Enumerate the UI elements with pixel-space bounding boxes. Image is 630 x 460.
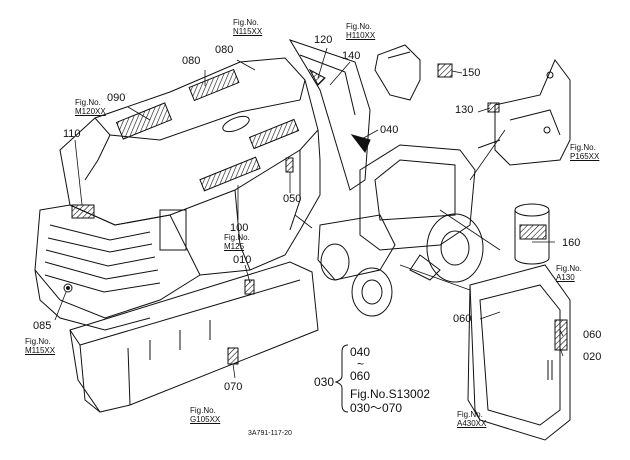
part-label-080-upper: 080 xyxy=(215,44,234,56)
front-grille xyxy=(34,204,201,331)
group-bracket xyxy=(334,344,349,413)
tractor xyxy=(317,144,484,317)
leader-lines xyxy=(54,47,564,379)
part-label-160: 160 xyxy=(562,237,581,249)
part-label-150: 150 xyxy=(462,67,481,79)
hood-assembly xyxy=(59,57,321,276)
side-cover xyxy=(69,261,319,413)
group-label-060: 060 xyxy=(350,369,371,383)
part-label-085: 085 xyxy=(33,320,52,332)
part-label-020: 020 xyxy=(583,351,602,363)
group-fig-line: Fig.No.S13002 xyxy=(350,387,431,401)
group-label-030: 030 xyxy=(314,375,335,389)
part-label-110: 110 xyxy=(63,128,81,140)
part-label-140: 140 xyxy=(342,50,361,62)
part-label-060-right: 060 xyxy=(583,329,602,341)
fig-ref-a430: Fig.No.A430XX xyxy=(457,410,487,428)
part-label-050: 050 xyxy=(283,193,302,205)
bracket-h110 xyxy=(374,44,453,101)
part-label-120: 120 xyxy=(314,34,333,46)
group-tilde: ~ xyxy=(357,357,365,371)
part-label-070: 070 xyxy=(224,381,243,393)
part-label-060-left: 060 xyxy=(453,313,472,325)
fig-ref-m115: Fig.No.M115XX xyxy=(25,337,56,355)
part-label-100: 100 xyxy=(230,222,249,234)
part-label-010: 010 xyxy=(233,254,252,266)
part-label-040-top: 040 xyxy=(380,124,399,136)
rear-bracket xyxy=(477,59,571,166)
part-label-130: 130 xyxy=(455,104,474,116)
fig-ref-n115: Fig.No.N115XX xyxy=(233,18,263,36)
fig-ref-m125: Fig.No.M125 xyxy=(224,233,250,251)
fig-ref-p165: Fig.No.P165XX xyxy=(570,143,600,161)
fig-ref-g105: Fig.No.G105XX xyxy=(190,406,221,424)
radiator-shroud xyxy=(467,264,571,441)
part-label-090: 090 xyxy=(107,92,126,104)
canister xyxy=(514,203,550,265)
drawing-code: 3A791-117-20 xyxy=(248,430,292,437)
fig-ref-h110: Fig.No.H110XX xyxy=(346,22,376,40)
part-label-080-top: 080 xyxy=(182,55,201,67)
center-panel xyxy=(288,39,371,191)
group-label-040: 040 xyxy=(350,345,371,359)
group-range-line: 030～070 xyxy=(350,401,403,415)
fig-ref-a130: Fig.No.A130 xyxy=(556,264,582,282)
fig-ref-m120: Fig.No.M120XX xyxy=(75,98,106,116)
